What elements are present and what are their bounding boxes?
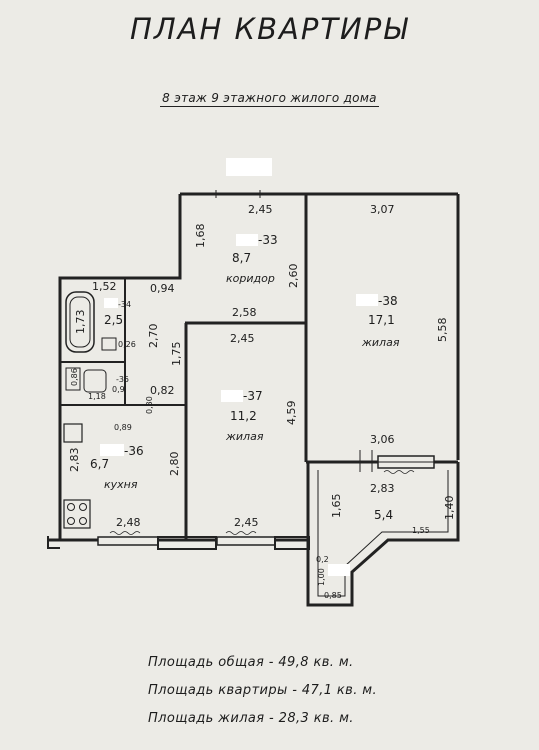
dim-kitchen-left: 2,83 [68,448,81,473]
loggia-outline [306,462,460,607]
dim-bath-small: 0,26 [118,340,136,349]
small-room-window [216,536,276,546]
dim-large-top: 3,07 [370,203,395,216]
dim-toilet-right: 0,82 [150,384,175,397]
radiator-kitchen [109,531,141,535]
dim-toilet-left: 0,86 [70,368,79,386]
dim-wall-thin: 0,30 [145,396,154,414]
bath-area: 2,5 [104,313,123,327]
dim-loggia-right: 1,40 [443,496,456,521]
stove-burner-2 [79,503,87,511]
dim-bath-left: 1,73 [74,310,87,335]
dim-kitchen-window: 2,48 [116,516,141,529]
bathtub-inner [69,296,91,348]
dim-kitchen-right: 2,80 [168,452,181,477]
dim-bath-top: 1,52 [92,280,117,293]
summary-apartment: Площадь квартиры - 47,1 кв. м. [148,683,378,698]
summary-living: Площадь жилая - 28,3 кв. м. [148,711,354,726]
redaction-mark [100,444,124,456]
stove-burner-4 [79,517,87,525]
toilet-code: -35 [116,375,129,384]
radiator-large [383,470,415,474]
kitchen-label: кухня [104,478,138,491]
bathtub [65,291,95,353]
small-room-area: 11,2 [230,409,257,423]
dim-corridor-passage: 0,94 [150,282,175,295]
kitchen-window [97,536,159,546]
dim-loggia-top: 2,83 [370,482,395,495]
dim-corridor-left: 1,68 [194,224,207,249]
dim-corridor-bottom: 2,58 [232,306,257,319]
corridor-label: коридор [226,272,275,285]
toilet-bowl [83,369,107,393]
large-room-area: 17,1 [368,313,395,327]
dim-small-window: 2,45 [234,516,259,529]
large-room-label: жилая [361,336,400,349]
dim-small-top: 2,45 [230,332,255,345]
outer-wall-left-upper [58,194,182,540]
redaction-mark [356,294,378,306]
floor-subtitle-text: 8 этаж 9 этажного жилого дома [160,91,379,107]
floor-plan: -33 8,7 коридор 2,45 1,68 2,60 2,58 0,94… [47,158,460,607]
dim-small-right: 4,59 [285,401,298,426]
dim-loggia-bottom: 1,55 [412,526,430,535]
page-title: ПЛАН КВАРТИРЫ [130,12,409,46]
corridor-area: 8,7 [232,251,251,265]
loggia-area: 5,4 [374,508,393,522]
redaction-mark [221,390,243,402]
summary-total: Площадь общая - 49,8 кв. м. [148,655,354,670]
dim-loggia-cut-c: 0,85 [324,591,342,600]
toilet-area: 0,9 [112,385,125,394]
dim-bath-right: 2,70 [147,324,160,349]
bath-sink [101,337,117,351]
kitchen-stove [63,499,91,529]
small-room-code: -37 [243,389,263,403]
dim-toilet-bottom: 1,18 [88,392,106,401]
bath-code: -34 [118,300,131,309]
dim-loggia-cut-b: 1,00 [317,568,326,586]
radiator-small [225,531,257,535]
dim-corridor-top: 2,45 [248,203,273,216]
floor-subtitle: 8 этаж 9 этажного жилого дома [0,91,539,107]
dim-corridor-right: 2,60 [287,264,300,289]
stove-burner-3 [67,517,75,525]
small-room-label: жилая [225,430,264,443]
redaction-mark [226,158,272,176]
dim-kitchen-top: 0,89 [114,423,132,432]
corridor-code: -33 [258,233,278,247]
large-room-code: -38 [378,294,398,308]
redaction-mark [328,564,350,576]
kitchen-sink [63,423,83,443]
dim-loggia-left: 1,65 [330,494,343,519]
dim-large-right: 5,58 [436,318,449,343]
dim-large-bottom: 3,06 [370,433,395,446]
dim-loggia-cut-a: 0,2 [316,555,329,564]
redaction-mark [104,298,118,308]
toilet-tank [65,367,81,391]
redaction-mark [236,234,258,246]
wall-stub-left [47,536,60,549]
dim-small-left: 1,75 [170,342,183,367]
walls [47,190,460,607]
kitchen-code: -36 [124,444,144,458]
stove-burner-1 [67,503,75,511]
kitchen-area: 6,7 [90,457,109,471]
